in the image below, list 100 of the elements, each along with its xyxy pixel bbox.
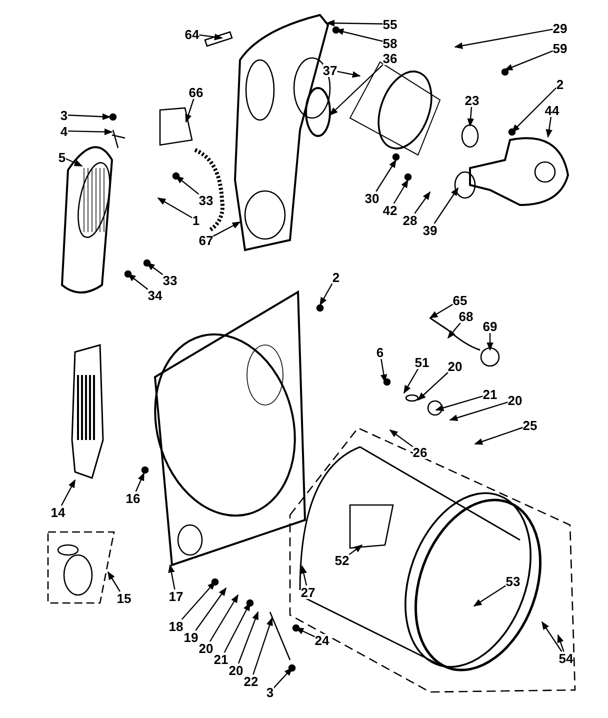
callout-number: 24 <box>314 634 330 646</box>
callout-number: 19 <box>184 630 198 644</box>
leader-line <box>447 322 462 339</box>
leader-line <box>449 402 508 421</box>
callout-number: 33 <box>198 194 214 206</box>
callout-number: 37 <box>322 64 338 76</box>
leader-line <box>417 372 448 401</box>
leader-line <box>168 564 176 590</box>
leader-line <box>511 87 557 133</box>
callout-number: 4 <box>60 124 68 138</box>
callout-number: 28 <box>402 214 418 226</box>
callout-number: 66 <box>188 86 204 98</box>
leader-line <box>473 585 506 606</box>
leader-line <box>273 667 293 688</box>
callout-number: 51 <box>414 356 430 368</box>
callout-number: 59 <box>552 42 568 54</box>
callout-number: 29 <box>552 22 568 34</box>
leader-line <box>175 175 200 195</box>
callout-number: 44 <box>544 104 560 116</box>
callout-number: 2 <box>332 270 340 284</box>
callout-number: 20 <box>198 642 214 654</box>
callout-number: 21 <box>214 652 228 666</box>
leader-line <box>135 472 145 492</box>
leader-line <box>185 98 194 123</box>
leader-line <box>107 571 121 592</box>
callout-number: 18 <box>168 620 184 632</box>
leader-line <box>319 283 333 306</box>
callout-number: 20 <box>508 394 522 406</box>
leader-line <box>146 262 164 276</box>
callout-number: 33 <box>162 274 178 286</box>
callout-number: 69 <box>482 320 498 332</box>
leader-line <box>224 602 251 653</box>
leader-line <box>65 158 83 167</box>
callout-number: 20 <box>448 360 462 372</box>
callout-number: 15 <box>116 592 132 604</box>
callout-number: 25 <box>522 418 538 432</box>
leader-line <box>393 179 409 204</box>
leader-line <box>238 611 259 664</box>
leader-line <box>326 20 383 26</box>
leader-line <box>486 332 494 351</box>
callout-number: 27 <box>300 586 316 598</box>
callout-number: 34 <box>148 288 162 302</box>
callout-number: 67 <box>198 234 214 246</box>
callout-number: 30 <box>364 192 380 204</box>
callout-number: 3 <box>60 108 68 122</box>
leader-line <box>403 368 419 394</box>
leader-line <box>454 28 553 49</box>
leader-line <box>434 187 458 224</box>
leader-line <box>68 113 111 120</box>
leader-line <box>157 197 193 218</box>
leader-line <box>435 396 483 412</box>
leader-line <box>329 64 384 116</box>
callout-number: 21 <box>482 388 498 400</box>
leader-line <box>542 621 562 652</box>
callout-number: 6 <box>376 346 384 358</box>
callout-number: 23 <box>464 94 480 106</box>
callout-number: 1 <box>192 214 200 226</box>
leader-line <box>380 358 388 383</box>
callout-number: 17 <box>168 590 184 602</box>
leader-line <box>467 106 474 127</box>
leader-line <box>209 594 239 642</box>
callout-number: 42 <box>382 204 398 216</box>
callout-number: 52 <box>334 554 350 566</box>
callout-number: 3 <box>266 686 274 698</box>
leader-line <box>389 430 414 448</box>
leader-line <box>181 581 216 620</box>
callout-number: 5 <box>58 150 66 164</box>
callout-number: 20 <box>228 664 244 676</box>
callout-number: 65 <box>452 294 468 306</box>
callout-number: 39 <box>422 224 438 236</box>
leader-line <box>252 617 273 675</box>
callout-number: 64 <box>184 28 200 40</box>
callout-number: 36 <box>382 52 398 64</box>
leader-line <box>300 565 308 586</box>
leader-line <box>414 191 430 214</box>
leader-line <box>212 221 241 237</box>
callout-number: 16 <box>126 492 140 504</box>
callout-number: 54 <box>558 652 574 664</box>
leader-line <box>295 627 316 638</box>
leader-line <box>546 116 552 138</box>
leader-line <box>474 426 523 445</box>
leader-line <box>337 70 361 78</box>
callout-number: 2 <box>556 78 564 90</box>
callout-number: 68 <box>458 310 474 322</box>
leader-line <box>376 159 396 192</box>
leader-line <box>429 304 454 319</box>
callout-number: 58 <box>382 36 398 50</box>
leader-line <box>195 587 226 631</box>
leader-line <box>557 634 564 652</box>
leader-line <box>127 273 148 290</box>
callout-number: 53 <box>506 574 520 588</box>
leader-line <box>348 544 363 556</box>
callout-number: 55 <box>382 18 398 30</box>
callout-number: 14 <box>50 506 66 518</box>
leader-line <box>60 479 76 506</box>
callout-number: 26 <box>412 446 428 458</box>
callout-number: 22 <box>244 674 258 688</box>
leader-line <box>199 34 223 40</box>
leader-line <box>504 50 553 71</box>
leader-line <box>68 128 113 136</box>
